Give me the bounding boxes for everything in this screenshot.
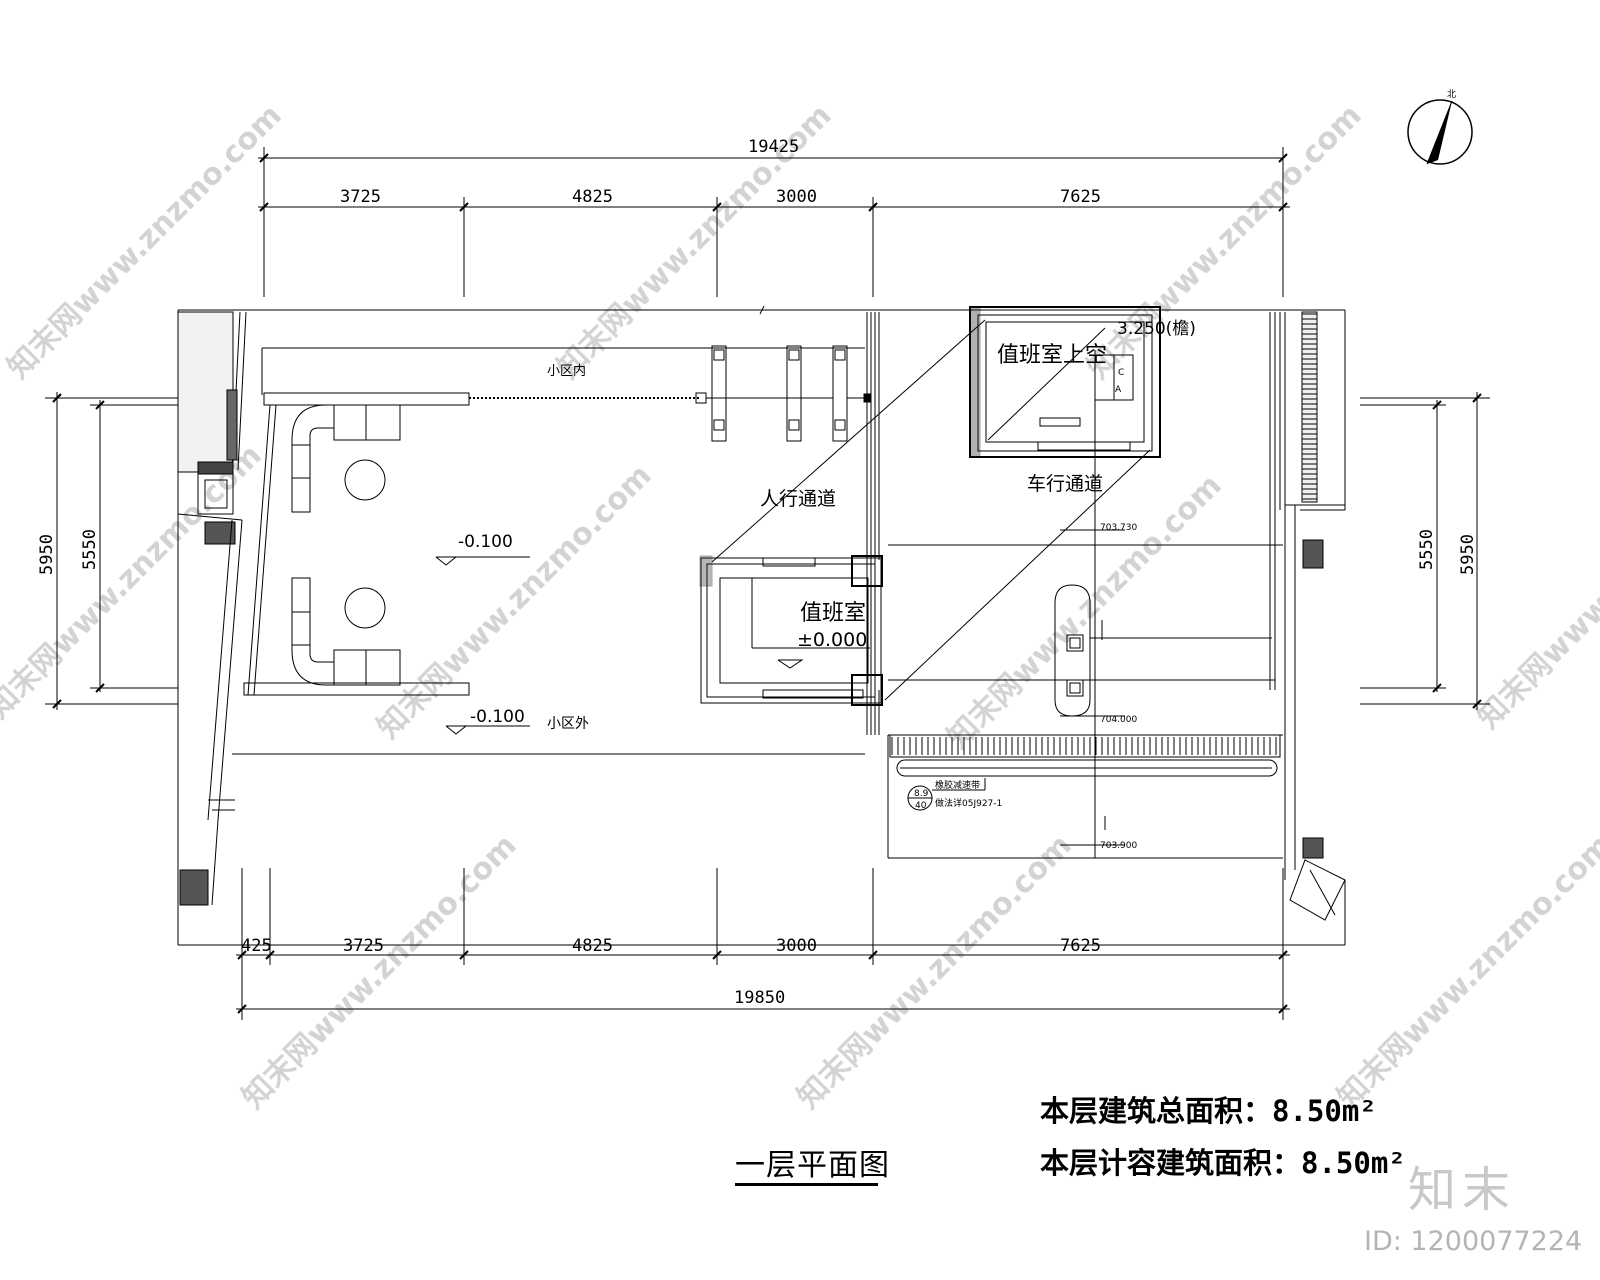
watermark-text: 知末网www.znzmo.com [371,458,659,746]
label-detail-ref-bottom: 40 [915,801,927,811]
area-total: 本层建筑总面积：8.50m² [1040,1094,1377,1128]
label-roof-level: 3.250(檐) [1117,319,1196,339]
label-guard-room: 值班室 [800,601,866,626]
label-vehicle: 车行通道 [1027,473,1103,495]
diagonal-lines [711,319,1151,701]
label-ac-2: C [1118,368,1124,378]
label-outside: 小区外 [547,716,589,732]
title-underline [735,1183,878,1186]
label-detail-ref-top: 8.9 [914,789,929,799]
dim-top-seg-4: 7625 [1060,187,1101,207]
label-inside: 小区内 [547,363,586,379]
lounge-area [243,392,707,696]
bottom-dimensions [236,868,1290,1020]
dim-right-outer: 5950 [1458,534,1478,575]
watermark-text: 知末网www.znzmo.com [1331,828,1600,1116]
left-dimensions [45,392,178,710]
watermark-text: 知末网www.znzmo.com [1081,98,1369,386]
speed-bump [889,734,1281,777]
watermark-text: 知末网www.znzmo.com [1471,448,1600,736]
right-dimensions [1360,392,1490,710]
top-dimensions [258,147,1290,297]
right-walls [1269,311,1346,921]
dim-top-seg-3: 3000 [776,187,817,207]
label-elev-1: 703.730 [1100,523,1137,533]
label-detail-note-2: 做法详05J927-1 [935,797,1002,809]
dim-top-total: 19425 [748,137,799,157]
label-level-2: -0.100 [470,707,525,727]
image-id: ID: 1200077224 [1364,1226,1583,1257]
dim-left-outer: 5950 [37,534,57,575]
dim-top-seg-1: 3725 [340,187,381,207]
brand-logo: 知末 [1408,1162,1517,1218]
area-counted: 本层计容建筑面积：8.50m² [1040,1146,1406,1180]
dim-left-inner: 5550 [80,529,100,570]
watermark-text: 知末网www.znzmo.com [0,438,269,726]
label-detail-note-1: 橡胶减速带 [935,779,980,791]
dim-bottom-seg-4: 3000 [776,936,817,956]
detail-reference [907,778,986,811]
dim-bottom-seg-1: 425 [241,936,272,956]
hatch-strip [891,737,1277,755]
gate-posts [706,345,871,442]
label-ac-1: A [1115,385,1122,395]
dim-top-seg-2: 4825 [572,187,613,207]
north-label: 北 [1447,89,1456,100]
north-arrow: 北 [1407,89,1473,165]
label-elev-2: 704.000 [1100,715,1137,725]
dim-right-inner: 5550 [1417,529,1437,570]
dim-bottom-seg-3: 4825 [572,936,613,956]
drawing-title: 一层平面图 [735,1148,890,1183]
label-elev-3: 703.900 [1100,841,1137,851]
label-guard-level: ±0.000 [797,629,867,651]
label-level-1: -0.100 [458,532,513,552]
level-markers [435,556,530,735]
guard-room [699,555,883,706]
watermark-text: 知末网www.znzmo.com [1,98,289,386]
dim-bottom-total: 19850 [734,988,785,1008]
dim-bottom-seg-5: 7625 [1060,936,1101,956]
left-wall [177,311,247,906]
central-walls [759,305,880,735]
label-pedestrian: 人行通道 [760,488,836,510]
right-hatch [1302,313,1317,500]
watermark-text: 知末网www.znzmo.com [791,828,1079,1116]
label-guard-above: 值班室上空 [997,343,1107,368]
dim-bottom-seg-2: 3725 [343,936,384,956]
watermark-text: 知末网www.znzmo.com [236,828,524,1116]
